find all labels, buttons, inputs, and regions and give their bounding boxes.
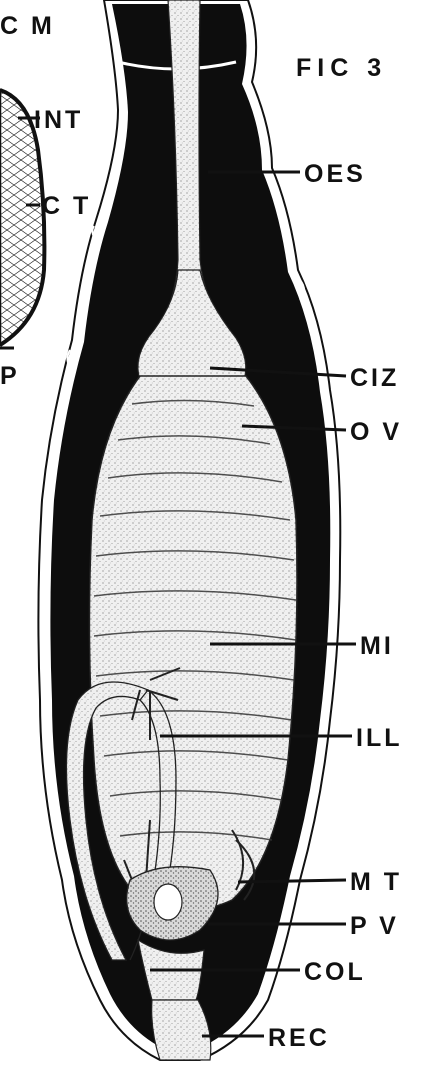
label-ov: O V bbox=[350, 418, 402, 446]
label-pv: P V bbox=[350, 912, 399, 940]
figure-title: FIC 3 bbox=[296, 54, 387, 82]
label-oes: OES bbox=[304, 160, 366, 188]
rectum bbox=[152, 1000, 211, 1060]
inset-label-int: INT bbox=[34, 106, 83, 134]
label-mt: M T bbox=[350, 868, 402, 896]
inset-label-p: P bbox=[0, 362, 20, 390]
label-ciz: CIZ bbox=[350, 364, 399, 392]
label-mi: MI bbox=[360, 632, 394, 660]
inset-label-cm: C M bbox=[0, 12, 55, 40]
label-col: COL bbox=[304, 958, 366, 986]
label-rec: REC bbox=[268, 1024, 330, 1052]
inset-label-ct: C T bbox=[42, 192, 91, 220]
leader-mt bbox=[238, 880, 346, 882]
label-ill: ILL bbox=[356, 724, 403, 752]
